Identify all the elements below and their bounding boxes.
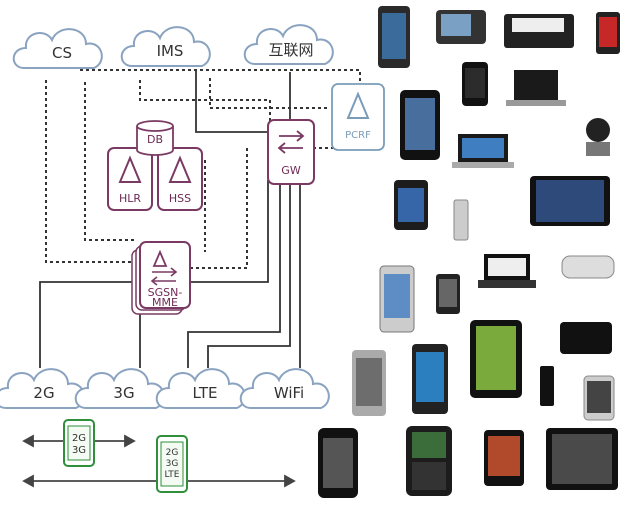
usb-modem-image: [453, 199, 469, 241]
link-gw-sgsn-dotted: [185, 148, 248, 269]
link-gw-sgsn: [185, 180, 269, 283]
handset-tri-line2: 3G: [166, 459, 179, 469]
link-sgsn-2g: [39, 281, 136, 368]
switch-arrows-icon: [150, 267, 178, 286]
gw-node: GW: [267, 119, 315, 185]
smartphone-image: [462, 62, 488, 106]
smartphone-image: [583, 375, 615, 421]
link-ims-pcrf: [209, 78, 330, 109]
handset-dual-line1: 2G: [72, 433, 86, 444]
hlr-label: HLR: [119, 192, 141, 205]
triangle-icon: [152, 249, 168, 267]
link-gw-3g: [187, 180, 281, 368]
usb-modem-image: [561, 255, 615, 279]
smartphone-image: [379, 265, 415, 333]
cloud-internet: 互联网: [243, 24, 334, 65]
link-ims-gw-solid: [195, 70, 268, 133]
cloud-internet-label: 互联网: [268, 41, 313, 59]
smartphone-image: [318, 428, 358, 498]
switch-arrows-icon: [277, 130, 305, 154]
cloud-lte-label: LTE: [193, 384, 218, 402]
triangle-icon: [168, 155, 192, 183]
data-links: [39, 70, 301, 368]
hss-node: HSS: [157, 147, 203, 211]
link-cs-hlr: [84, 82, 136, 241]
cloud-2g: 2G: [0, 368, 85, 409]
laptop-image: [452, 134, 514, 168]
blackberry-image: [406, 426, 452, 496]
cloud-ims: IMS: [120, 26, 211, 67]
cloud-wifi-label: WiFi: [274, 384, 304, 402]
cloud-wifi: WiFi: [239, 368, 330, 409]
cloud-lte: LTE: [155, 368, 246, 409]
smartphone-image: [436, 274, 460, 314]
handset-tri-line3: LTE: [165, 470, 180, 480]
pcrf-label: PCRF: [345, 130, 371, 141]
db-label: DB: [147, 133, 163, 146]
cloud-2g-label: 2G: [33, 384, 54, 402]
pcrf-node: PCRF: [331, 83, 385, 151]
link-gw-lte: [207, 180, 291, 368]
smartphone-image: [484, 430, 524, 486]
sgsn-mme-node: SGSN- MME: [131, 241, 191, 315]
cloud-ims-label: IMS: [157, 42, 184, 60]
cloud-3g-label: 3G: [113, 384, 134, 402]
link-cs-sgsn: [45, 80, 136, 263]
mifi-image: [560, 322, 612, 354]
hss-label: HSS: [169, 192, 191, 205]
sgsn-mme-label-1: SGSN-: [148, 286, 183, 299]
webcam-image: [586, 118, 610, 156]
handset-2g-3g-lte: 2G 3G LTE: [156, 435, 188, 493]
smartphone-image: [352, 350, 386, 416]
tablet-image: [546, 428, 618, 490]
signaling-links: [45, 69, 361, 269]
smartphone-image: [378, 6, 410, 68]
device-collage: [318, 6, 620, 498]
smartphone-image: [412, 344, 448, 414]
cloud-cs: CS: [12, 28, 103, 69]
triangle-icon: [118, 155, 142, 183]
tablet-image: [470, 320, 522, 398]
handset-dual-line2: 3G: [72, 445, 86, 456]
hlr-node: HLR: [107, 147, 153, 211]
cloud-cs-label: CS: [52, 44, 72, 62]
laptop-image: [506, 70, 566, 106]
db-node: DB: [136, 120, 174, 156]
cloud-3g: 3G: [74, 368, 165, 409]
slider-phone-image: [436, 10, 486, 44]
gw-label: GW: [281, 164, 301, 177]
smartphone-image: [394, 180, 428, 230]
netbook-image: [504, 14, 574, 48]
triangle-icon: [346, 91, 370, 119]
handset-tri-line1: 2G: [166, 448, 179, 458]
link-cs-pcrf: [80, 69, 361, 90]
smartphone-image: [400, 90, 440, 160]
smartphone-image: [596, 12, 620, 54]
link-ims-gw: [139, 80, 271, 128]
handset-2g-3g: 2G 3G: [63, 419, 95, 467]
netbook-image: [478, 254, 536, 288]
smartphone-image: [540, 366, 554, 406]
tablet-image: [530, 176, 610, 226]
sgsn-mme-label-2: MME: [152, 296, 178, 309]
